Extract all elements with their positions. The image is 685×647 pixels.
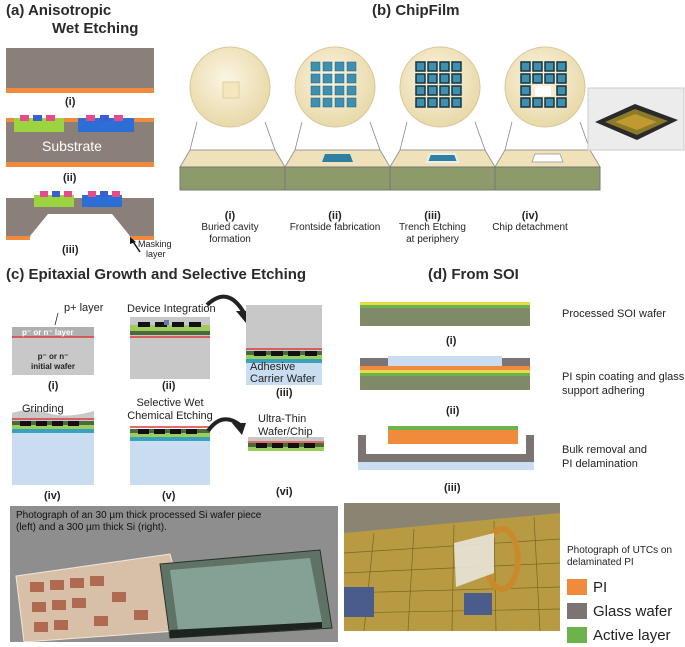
chipfilm-step-iii-line1: Trench Etching <box>390 222 475 234</box>
soi-step2-line1: PI spin coating and glass <box>562 370 684 384</box>
initial-wafer-label: p⁻ or n⁻ initial wafer <box>28 352 78 372</box>
masking-layer-i <box>6 88 154 93</box>
soi-step2-label: PI spin coating and glass support adheri… <box>562 370 684 398</box>
substrate-label: Substrate <box>42 138 102 154</box>
panel-a-title-line2: Wet Etching <box>52 20 138 37</box>
initial-wafer-label-line2: initial wafer <box>28 362 78 372</box>
step-c-iv: (iv) <box>44 490 61 502</box>
panel-b-title: (b) ChipFilm <box>372 2 459 19</box>
legend-swatch-glass <box>567 603 587 619</box>
chipfilm-step-iii-line2: at periphery <box>390 234 475 246</box>
legend-swatch-active <box>567 627 587 643</box>
soi-step3-line2: PI delamination <box>562 457 647 471</box>
chipfilm-step-iv: (iv) Chip detachment <box>485 210 575 234</box>
chipfilm-step-iii: (iii) Trench Etching at periphery <box>390 210 475 246</box>
masking-label-line1: Masking <box>138 239 172 249</box>
selective-etching-line2: Chemical Etching <box>118 410 222 423</box>
step-d-iii: (iii) <box>444 482 461 494</box>
legend-label-active: Active layer <box>593 627 671 644</box>
legend-label-pi: PI <box>593 579 607 596</box>
ultra-thin-label: Ultra-Thin Wafer/Chip <box>258 413 313 439</box>
utc-photo <box>344 503 560 631</box>
si-wafer-photo: Photograph of an 30 µm thick processed S… <box>10 506 338 642</box>
step-c-i: (i) <box>48 380 58 392</box>
step-d-i: (i) <box>446 335 456 347</box>
legend-item-glass: Glass wafer <box>567 599 672 623</box>
legend: PI Glass wafer Active layer <box>567 575 672 647</box>
chipfilm-step-iv-line1: Chip detachment <box>485 222 575 234</box>
panel-d-title: (d) From SOI <box>428 266 519 283</box>
chipfilm-step-i-num: (i) <box>190 210 270 222</box>
initial-wafer-label-line1: p⁻ or n⁻ <box>28 352 78 362</box>
chipfilm-step-iii-num: (iii) <box>390 210 475 222</box>
masking-layer-ii <box>6 162 154 167</box>
legend-item-pi: PI <box>567 575 672 599</box>
panel-b-diagram <box>175 22 685 212</box>
flipped-wafer-iii <box>246 305 322 353</box>
carrier-wafer-label: Carrier Wafer <box>250 373 316 385</box>
panel-c-title: (c) Epitaxial Growth and Selective Etchi… <box>6 266 306 283</box>
chipfilm-step-iv-num: (iv) <box>485 210 575 222</box>
panel-d-diagram <box>350 290 550 480</box>
step-c-iii: (iii) <box>276 387 293 399</box>
chipfilm-step-ii-num: (ii) <box>280 210 390 222</box>
masking-label-line2: layer <box>138 249 172 259</box>
chipfilm-step-i-line1: Buried cavity <box>190 222 270 234</box>
pi-delaminated-iii <box>388 426 518 430</box>
p-plus-layer-label: p+ layer <box>64 302 103 314</box>
si-photo-caption-line2: (left) and a 300 µm thick Si (right). <box>16 522 261 534</box>
adhesive-label: Adhesive <box>250 361 295 373</box>
step-c-ii: (ii) <box>162 380 175 392</box>
selective-etching-line1: Selective Wet <box>118 397 222 410</box>
utc-photo-caption-line1: Photograph of UTCs on <box>567 545 672 557</box>
device-integration-label: Device Integration <box>127 303 216 315</box>
etched-substrate-iii <box>6 198 154 236</box>
chipfilm-step-i-line2: formation <box>190 234 270 246</box>
soi-step3-line1: Bulk removal and <box>562 443 647 457</box>
si-photo-caption: Photograph of an 30 µm thick processed S… <box>16 510 261 534</box>
chipfilm-wafer-i <box>180 47 285 190</box>
utc-photo-caption: Photograph of UTCs on delaminated PI <box>567 545 672 569</box>
soi-step2-line2: support adhering <box>562 384 684 398</box>
step-c-vi: (vi) <box>276 486 293 498</box>
chipfilm-step-i: (i) Buried cavity formation <box>190 210 270 246</box>
soi-active-i <box>360 302 530 305</box>
ultra-thin-line2: Wafer/Chip <box>258 426 313 439</box>
p-or-n-layer-label: p⁻ or n⁻ layer <box>22 328 74 337</box>
masking-label: Masking layer <box>138 239 172 259</box>
ultra-thin-line1: Ultra-Thin <box>258 413 313 426</box>
legend-item-active: Active layer <box>567 623 672 647</box>
step-a-iii: (iii) <box>62 244 79 256</box>
step-a-ii: (ii) <box>63 172 76 184</box>
chipfilm-wafer-iii <box>390 47 495 190</box>
utc-photo-graphic <box>344 503 560 631</box>
chipfilm-wafer-iv <box>495 47 600 190</box>
step-c-v: (v) <box>162 490 175 502</box>
soi-step3-label: Bulk removal and PI delamination <box>562 443 647 471</box>
legend-swatch-pi <box>567 579 587 595</box>
selective-etching-label: Selective Wet Chemical Etching <box>118 397 222 423</box>
chipfilm-step-ii: (ii) Frontside fabrication <box>280 210 390 234</box>
panel-a-title-line1: (a) Anisotropic <box>6 2 111 19</box>
chipfilm-step-ii-line1: Frontside fabrication <box>280 222 390 234</box>
substrate-block-i <box>6 48 154 88</box>
soi-step1-label: Processed SOI wafer <box>562 308 666 320</box>
grinding-label: Grinding <box>22 403 64 415</box>
legend-label-glass: Glass wafer <box>593 603 672 620</box>
step-a-i: (i) <box>65 96 75 108</box>
si-photo-caption-line1: Photograph of an 30 µm thick processed S… <box>16 510 261 522</box>
step-d-ii: (ii) <box>446 405 459 417</box>
utc-photo-caption-line2: delaminated PI <box>567 557 672 569</box>
chipfilm-wafer-ii <box>285 47 390 190</box>
chip-photo <box>588 88 684 150</box>
